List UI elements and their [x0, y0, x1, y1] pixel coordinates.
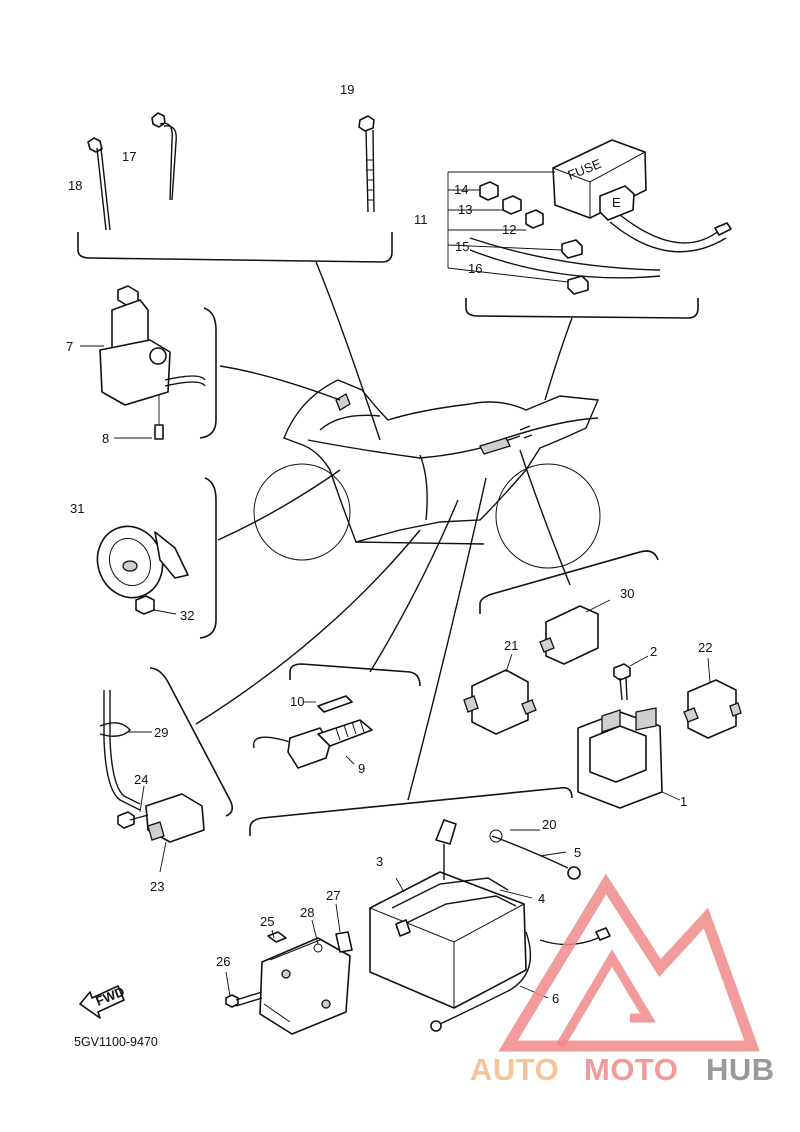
- part-number-20: 20: [542, 817, 556, 832]
- logo-text-hub: HUB: [706, 1052, 775, 1087]
- part-number-21: 21: [504, 638, 518, 653]
- part-number-26: 26: [216, 954, 230, 969]
- relay-group: [463, 599, 742, 809]
- part-number-19: 19: [340, 82, 354, 97]
- part-number-13: 13: [458, 202, 472, 217]
- part-number-28: 28: [300, 905, 314, 920]
- part-number-31: 31: [70, 501, 84, 516]
- logo-triangle-icon: [498, 873, 760, 1052]
- logo-text-auto: AUTO: [470, 1052, 559, 1087]
- part-number-5: 5: [574, 845, 581, 860]
- sensor-group: [252, 695, 373, 769]
- part-number-17: 17: [122, 149, 136, 164]
- part-number-27: 27: [326, 888, 340, 903]
- leader-lines: [195, 261, 573, 801]
- part-number-30: 30: [620, 586, 634, 601]
- part-number-24: 24: [134, 772, 148, 787]
- part-number-9: 9: [358, 761, 365, 776]
- part-number-8: 8: [102, 431, 109, 446]
- part-number-12: 12: [502, 222, 516, 237]
- part-number-4: 4: [538, 891, 545, 906]
- part-number-10: 10: [290, 694, 304, 709]
- part-number-23: 23: [150, 879, 164, 894]
- part-number-1: 1: [680, 794, 687, 809]
- part-number-6: 6: [552, 991, 559, 1006]
- main-switch-group: [80, 285, 206, 440]
- part-number-15: 15: [455, 239, 469, 254]
- logo-text-moto: MOTO: [584, 1052, 678, 1087]
- part-number-22: 22: [698, 640, 712, 655]
- motorcycle-outline: [253, 379, 601, 569]
- part-number-11: 11: [414, 212, 428, 227]
- bracket-top-left: [77, 232, 393, 263]
- bracket-top-right: [465, 298, 699, 319]
- part-number-14: 14: [454, 182, 468, 197]
- part-number-7: 7: [66, 339, 73, 354]
- part-number-3: 3: [376, 854, 383, 869]
- svg-text:E: E: [612, 195, 621, 210]
- speed-sensor-group: [99, 690, 205, 873]
- part-number-25: 25: [260, 914, 274, 929]
- regulator-group: [225, 903, 353, 1035]
- cable-tie-group: [87, 112, 375, 231]
- catalog-code: 5GV1100-9470: [74, 1035, 158, 1049]
- part-number-16: 16: [468, 261, 482, 276]
- part-number-2: 2: [650, 644, 657, 659]
- automotohub-logo: AUTO MOTO HUB: [470, 873, 775, 1087]
- part-number-labels: 19 17 18 14 13 11 12 15 16 7 8 31 32 30 …: [66, 82, 712, 1049]
- horn-group: [96, 525, 189, 615]
- part-number-18: 18: [68, 178, 82, 193]
- part-number-29: 29: [154, 725, 168, 740]
- fuse-box-group: FUSE E: [447, 139, 732, 295]
- fwd-arrow-icon: FWD: [79, 984, 127, 1019]
- part-number-32: 32: [180, 608, 194, 623]
